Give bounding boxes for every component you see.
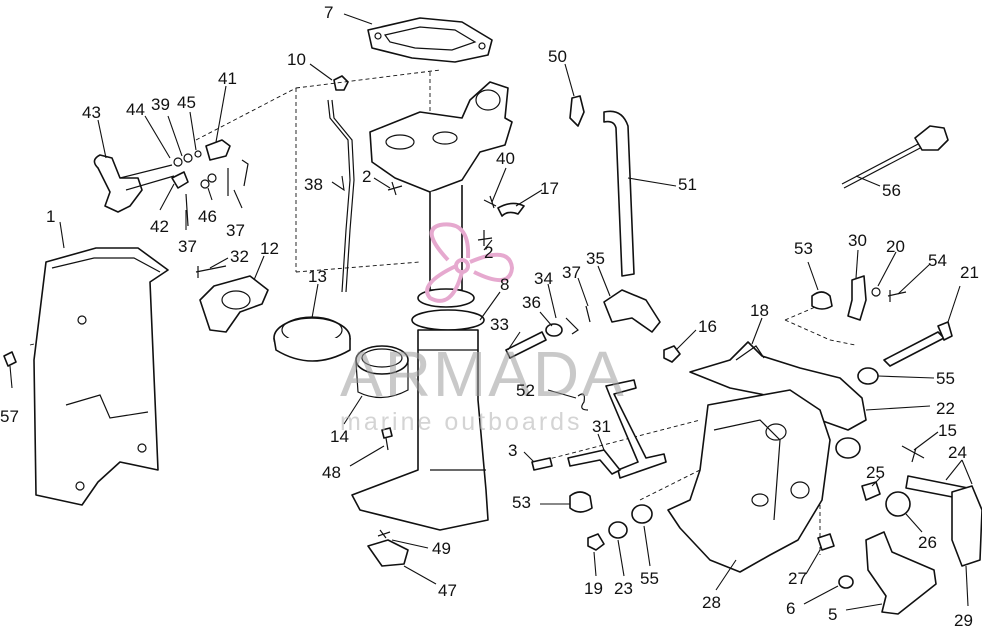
part-stern-bracket-28 — [667, 389, 831, 573]
callout-20: 20 — [886, 237, 905, 256]
part-washer-55-upper — [857, 367, 879, 385]
part-tilt-support-5 — [817, 531, 937, 615]
callout-47: 47 — [438, 581, 457, 600]
callout-18: 18 — [750, 301, 769, 320]
callout-7: 7 — [324, 3, 333, 22]
part-bushing-13 — [273, 316, 351, 362]
callout-38: 38 — [304, 175, 323, 194]
part-upper-hardware — [811, 275, 953, 367]
callout-41: 41 — [218, 69, 237, 88]
callout-22: 22 — [936, 399, 955, 418]
part-gasket-7 — [367, 17, 493, 63]
callout-16: 16 — [698, 317, 717, 336]
watermark-tagline: marine outboards — [340, 408, 583, 436]
callout-45: 45 — [177, 93, 196, 112]
callout-55a: 55 — [936, 369, 955, 388]
callout-51: 51 — [678, 175, 697, 194]
callout-31: 31 — [592, 417, 611, 436]
callout-48: 48 — [322, 463, 341, 482]
callout-1: 1 — [46, 207, 55, 226]
part-clip-17 — [497, 202, 525, 217]
assembly-dashed-lines — [29, 69, 856, 555]
callout-3: 3 — [508, 441, 517, 460]
callout-52: 52 — [516, 381, 535, 400]
callout-44: 44 — [126, 100, 145, 119]
part-tiller-hardware — [171, 139, 249, 227]
part-shift-rod-38 — [327, 75, 355, 293]
callout-15: 15 — [938, 421, 957, 440]
callout-14: 14 — [330, 427, 349, 446]
callout-2a: 2 — [362, 167, 371, 186]
callout-29: 29 — [954, 611, 973, 627]
callout-13: 13 — [308, 267, 327, 286]
callout-12: 12 — [260, 239, 279, 258]
part-bushing-53-lower — [569, 491, 593, 513]
leader-lines — [9, 13, 973, 611]
callout-46: 46 — [198, 207, 217, 226]
part-ring-14 — [355, 345, 409, 399]
callout-50: 50 — [548, 47, 567, 66]
watermark-brand: ARMADA — [340, 338, 626, 410]
callout-42: 42 — [150, 217, 169, 236]
callout-30: 30 — [848, 231, 867, 250]
callout-53a: 53 — [794, 239, 813, 258]
callout-53b: 53 — [512, 493, 531, 512]
callout-17: 17 — [540, 179, 559, 198]
part-bracket-35 — [603, 289, 661, 333]
callout-10: 10 — [287, 50, 306, 69]
callout-labels: 7 10 50 43 44 39 45 41 42 37 46 37 38 2 … — [0, 3, 979, 627]
callout-36: 36 — [522, 293, 541, 312]
callout-43: 43 — [82, 103, 101, 122]
part-steering-handle-43 — [93, 154, 175, 213]
part-tilt-lever-31 — [531, 379, 667, 479]
callout-8: 8 — [500, 275, 509, 294]
callout-2b: 2 — [484, 243, 493, 262]
part-drive-shaft-housing — [351, 81, 513, 531]
callout-5: 5 — [828, 605, 837, 624]
callout-33: 33 — [490, 315, 509, 334]
part-clamp-handle-29 — [951, 485, 982, 567]
callout-19: 19 — [584, 579, 603, 598]
callout-27: 27 — [788, 569, 807, 588]
callout-57: 57 — [0, 407, 19, 426]
callout-56: 56 — [882, 181, 901, 200]
callout-37b: 37 — [226, 221, 245, 240]
callout-39: 39 — [151, 95, 170, 114]
part-shift-lever-56 — [841, 125, 949, 189]
callout-21: 21 — [960, 263, 979, 282]
part-screw-57 — [3, 351, 17, 367]
part-clamp-12 — [195, 265, 269, 333]
callout-32: 32 — [230, 247, 249, 266]
callout-23: 23 — [614, 579, 633, 598]
callout-28: 28 — [702, 593, 721, 612]
part-pins-33-36 — [505, 305, 591, 359]
part-lower-cover-1 — [33, 247, 169, 506]
part-plate-47 — [367, 529, 409, 567]
callout-34: 34 — [534, 269, 553, 288]
callout-24: 24 — [948, 443, 967, 462]
propeller-icon — [425, 222, 515, 303]
callout-37a: 37 — [178, 237, 197, 256]
callout-54: 54 — [928, 251, 947, 270]
callout-26: 26 — [918, 533, 937, 552]
watermark-logo: ARMADA marine outboards — [340, 222, 626, 436]
part-screw-48 — [381, 427, 393, 451]
part-washers-lower — [587, 504, 653, 551]
callout-40: 40 — [496, 149, 515, 168]
part-water-tube-51 — [569, 95, 635, 277]
callout-25: 25 — [866, 463, 885, 482]
callout-37c: 37 — [562, 263, 581, 282]
callout-35: 35 — [586, 249, 605, 268]
callout-49: 49 — [432, 539, 451, 558]
callout-6: 6 — [786, 599, 795, 618]
callout-55b: 55 — [640, 569, 659, 588]
